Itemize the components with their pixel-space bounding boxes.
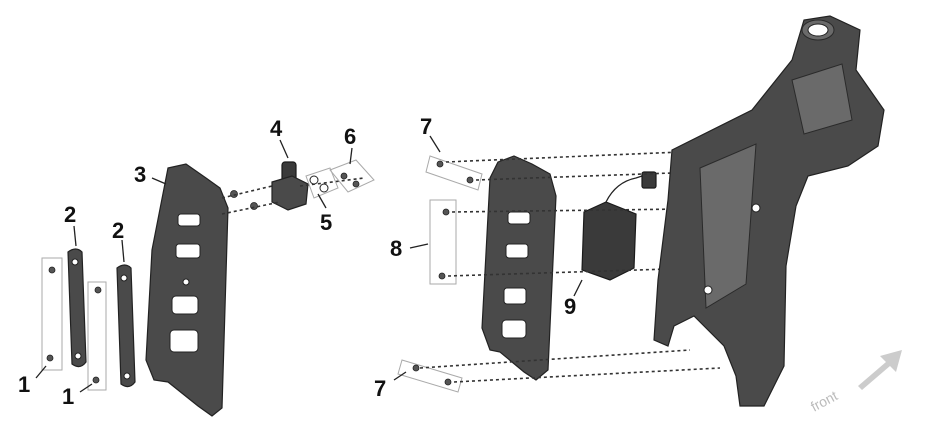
controller-module — [581, 171, 657, 281]
screw-box-left — [41, 257, 63, 371]
lead-7a — [429, 135, 441, 153]
front-label: front — [808, 387, 840, 414]
callout-9: 9 — [564, 294, 576, 319]
dash-bottom-1 — [419, 349, 691, 369]
callout-7a: 7 — [420, 114, 432, 139]
callout-2a: 2 — [64, 202, 76, 227]
screws-1 — [46, 266, 102, 384]
lead-7b — [393, 371, 407, 381]
sensor-part — [271, 161, 309, 211]
screws-sensor — [230, 190, 258, 210]
strap-left — [67, 248, 87, 368]
washer-box — [305, 167, 339, 199]
dash-mid-2 — [447, 267, 701, 277]
callout-1a: 1 — [18, 372, 30, 397]
dash-top-1 — [445, 151, 681, 163]
lead-1b — [79, 383, 93, 393]
lead-4 — [279, 139, 289, 159]
lead-2b — [121, 239, 125, 263]
lead-8 — [409, 243, 429, 249]
callout-7b: 7 — [374, 376, 386, 401]
mounting-bracket-right — [481, 155, 557, 381]
screw-box-7-bottom — [397, 359, 463, 393]
front-direction-indicator: front — [808, 350, 902, 415]
washers-5 — [309, 175, 329, 193]
callout-1b: 1 — [62, 384, 74, 409]
front-arrow-icon — [858, 350, 902, 390]
dash-sensor-2 — [221, 201, 281, 215]
lead-3 — [151, 177, 167, 185]
screws-7-8 — [412, 160, 474, 386]
dash-top-2 — [475, 169, 757, 181]
lead-5 — [317, 193, 327, 209]
screw-box-8 — [429, 199, 457, 285]
dash-bottom-2 — [453, 367, 721, 383]
strap-right — [116, 264, 136, 388]
lead-2a — [73, 225, 77, 247]
callout-2b: 2 — [112, 218, 124, 243]
screw-box-7-top — [425, 155, 483, 191]
callout-6: 6 — [344, 124, 356, 149]
mounting-bracket-left — [145, 163, 229, 417]
lead-6 — [349, 147, 353, 165]
callout-4: 4 — [270, 116, 283, 141]
callout-8: 8 — [390, 236, 402, 261]
dash-sensor-3 — [299, 177, 365, 187]
screws-6 — [340, 172, 360, 188]
frame — [653, 15, 885, 407]
lead-9 — [573, 279, 583, 297]
callout-5: 5 — [320, 210, 332, 235]
screw-box-right — [87, 281, 107, 391]
screw-box-6 — [329, 159, 375, 193]
lead-1a — [35, 365, 47, 379]
callout-3: 3 — [134, 162, 146, 187]
dash-sensor-1 — [221, 185, 273, 199]
